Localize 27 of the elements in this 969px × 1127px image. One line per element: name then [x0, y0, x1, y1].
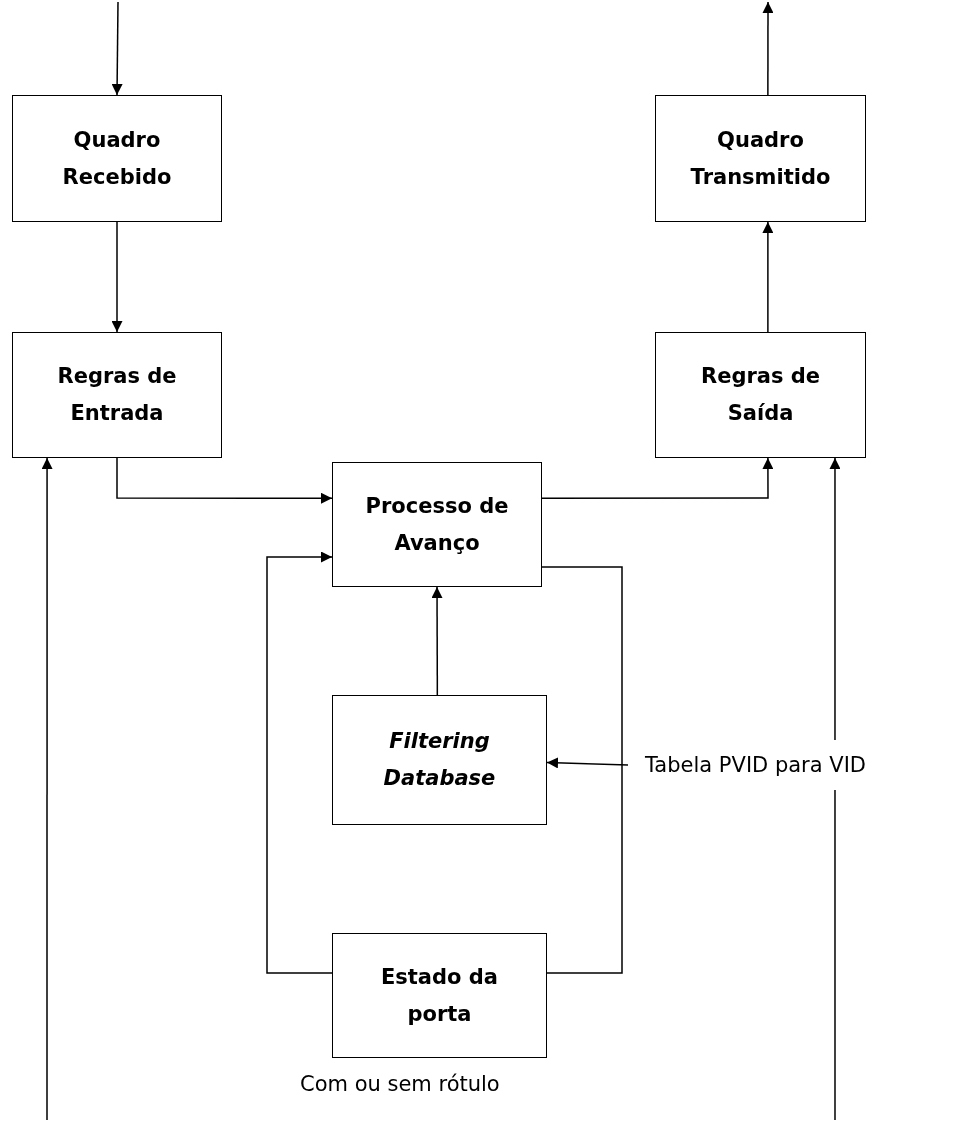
arrow — [829, 457, 841, 1121]
note-text: Com ou sem rótulo — [300, 1072, 500, 1096]
arrow — [266, 551, 333, 974]
arrow — [431, 586, 443, 696]
box-label: Quadro Transmitido — [689, 126, 832, 191]
arrow — [116, 457, 333, 504]
process-box — [332, 462, 542, 587]
box-label: Processo de Avanço — [364, 492, 510, 557]
box-label: Quadro Recebido — [61, 126, 173, 191]
connector-line — [541, 566, 623, 974]
process-box — [12, 332, 222, 458]
arrow — [41, 457, 53, 1121]
process-box — [332, 695, 547, 825]
box-label: Regras de Saída — [699, 363, 822, 427]
arrow — [762, 221, 774, 333]
arrow — [541, 457, 774, 499]
box-label: Filtering Database — [382, 728, 497, 792]
arrow — [111, 1, 123, 96]
process-box — [655, 95, 866, 222]
arrow — [546, 757, 629, 769]
arrow — [111, 221, 123, 333]
process-box — [655, 332, 866, 458]
box-label: Regras de Entrada — [56, 363, 178, 427]
process-box — [332, 933, 547, 1058]
box-label: Estado da porta — [380, 963, 499, 1028]
arrow — [762, 1, 774, 96]
process-box — [12, 95, 222, 222]
